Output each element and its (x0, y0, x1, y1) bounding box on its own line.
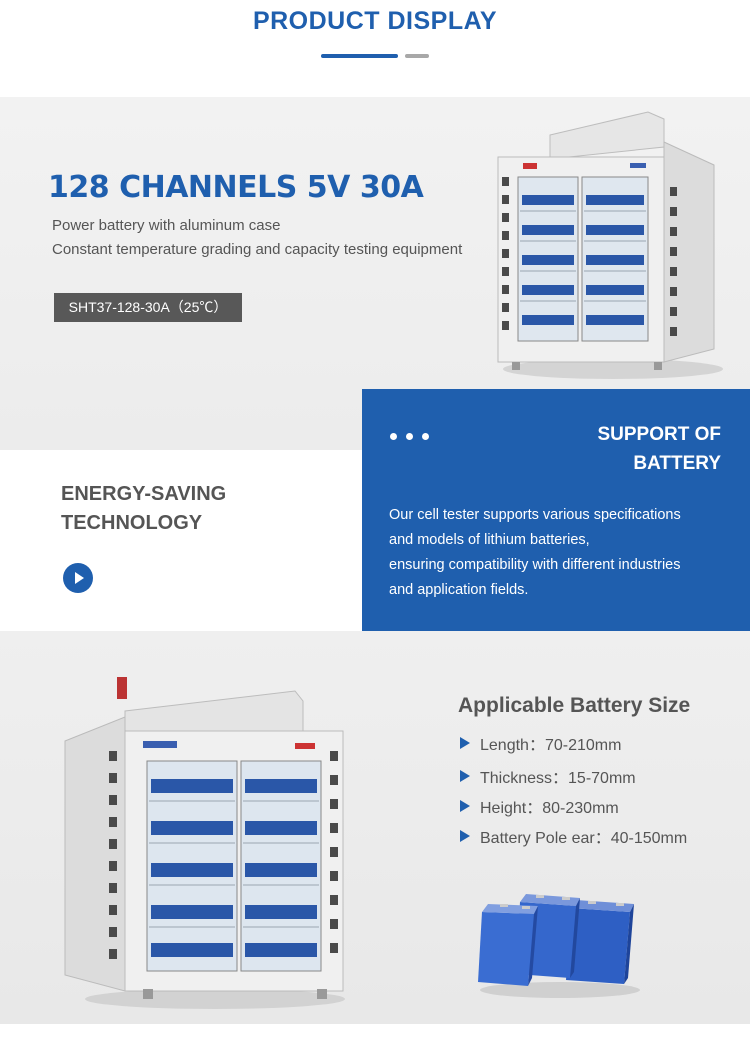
support-text-line: ensuring compatibility with different in… (389, 557, 681, 573)
triangle-bullet-icon (460, 830, 470, 842)
product-intro-section: 128 CHANNELS 5V 30A Power battery with a… (0, 97, 750, 450)
triangle-bullet-icon (460, 737, 470, 749)
battery-size-section: Applicable Battery Size Length：70-210mm … (0, 631, 750, 1024)
battery-size-item: Length：70-210mm (460, 731, 621, 755)
title-underline-secondary (405, 54, 429, 58)
play-button[interactable] (63, 563, 93, 593)
equipment-cabinet-image-small (497, 111, 723, 379)
battery-size-item: Thickness：15-70mm (460, 764, 636, 788)
energy-saving-title-line1: ENERGY-SAVING (61, 483, 227, 505)
footer-strip (0, 1024, 750, 1047)
product-description-line1: Power battery with aluminum case (52, 217, 281, 234)
energy-saving-title-line2: TECHNOLOGY (61, 512, 203, 534)
support-text-line: Our cell tester supports various specifi… (389, 507, 681, 523)
support-text-line: and models of lithium batteries, (389, 532, 590, 548)
product-title: 128 CHANNELS 5V 30A (48, 170, 424, 205)
battery-size-title: Applicable Battery Size (458, 694, 691, 717)
battery-support-panel: SUPPORT OF BATTERY Our cell tester suppo… (362, 389, 750, 631)
page-title: PRODUCT DISPLAY (252, 7, 498, 35)
triangle-bullet-icon (460, 770, 470, 782)
dots-icon (390, 427, 438, 445)
model-number-tag: SHT37-128-30A（25℃） (54, 293, 242, 322)
support-text-line: and application fields. (389, 582, 529, 598)
title-underline-primary (321, 54, 398, 58)
battery-size-item: Battery Pole ear：40-150mm (460, 824, 687, 848)
triangle-bullet-icon (460, 800, 470, 812)
support-title-line2: BATTERY (633, 453, 721, 474)
header-section: PRODUCT DISPLAY (0, 0, 750, 97)
battery-size-item: Height：80-230mm (460, 794, 619, 818)
energy-saving-panel: ENERGY-SAVING TECHNOLOGY (0, 450, 362, 631)
product-description-line2: Constant temperature grading and capacit… (52, 241, 463, 258)
battery-cells-image (478, 894, 640, 998)
equipment-cabinet-image-large (64, 677, 345, 1009)
support-title-line1: SUPPORT OF (597, 424, 721, 445)
